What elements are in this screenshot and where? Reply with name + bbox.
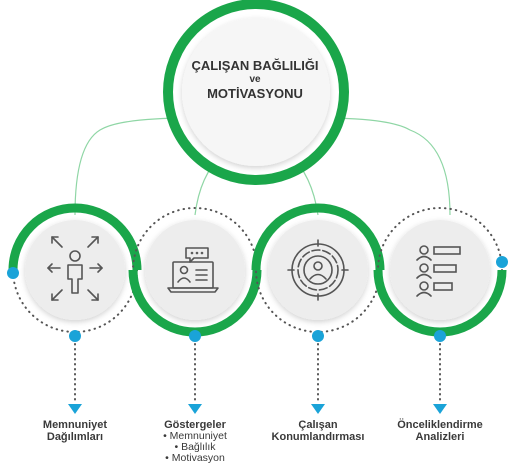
presentation-screen-icon [167, 247, 219, 293]
org-chart-arrows-icon [47, 236, 103, 301]
label-memnuniyet: Memnuniyet Dağılımları [25, 419, 125, 443]
node-drop-arrow [68, 404, 82, 414]
label-line: Göstergeler [164, 419, 226, 431]
center-inner-circle [182, 18, 330, 166]
node-gostergeler [128, 207, 262, 414]
center-node [163, 0, 349, 185]
node-drop-arrow [311, 404, 325, 414]
ranking-list-icon [416, 245, 461, 297]
label-bullet: • Motivasyon [165, 452, 225, 464]
label-line: Dağılımları [46, 431, 104, 443]
node-drop-arrow [433, 404, 447, 414]
node-calisan [251, 203, 385, 414]
node-gray-circle [25, 220, 125, 320]
label-line: Çalışan [298, 419, 338, 431]
node-left-dot [7, 267, 19, 279]
center-title-line3: MOTİVASYONU [207, 86, 303, 101]
node-bottom-dot [69, 330, 81, 342]
node-gray-circle [390, 220, 490, 320]
center-title-line1: ÇALIŞAN BAĞLILIĞI [191, 58, 319, 73]
label-gostergeler: Göstergeler • Memnuniyet • Bağlılık • Mo… [145, 419, 245, 464]
label-line: Önceliklendirme [397, 419, 483, 431]
label-line: Konumlandırması [271, 431, 365, 443]
node-gray-circle [145, 220, 245, 320]
connector-left [74, 117, 191, 216]
node-green-arc [251, 203, 385, 271]
connector-right [319, 117, 451, 216]
node-bottom-dot [434, 330, 446, 342]
label-calisan: Çalışan Konumlandırması [263, 419, 373, 443]
node-green-arc [8, 203, 142, 271]
node-oncelik [373, 207, 508, 414]
node-memnuniyet [7, 203, 142, 414]
label-bullet: • Bağlılık [174, 441, 216, 453]
label-oncelik: Önceliklendirme Analizleri [385, 419, 495, 443]
node-right-dot [496, 256, 508, 268]
center-title-line2: ve [249, 74, 261, 85]
node-bottom-dot [312, 330, 324, 342]
user-target-icon [287, 239, 349, 301]
node-bottom-dot [189, 330, 201, 342]
label-bullet: • Memnuniyet [163, 430, 227, 442]
center-title: ÇALIŞAN BAĞLILIĞI ve MOTİVASYONU [180, 58, 330, 102]
node-drop-arrow [188, 404, 202, 414]
label-line: Analizleri [415, 431, 465, 443]
label-line: Memnuniyet [42, 419, 108, 431]
